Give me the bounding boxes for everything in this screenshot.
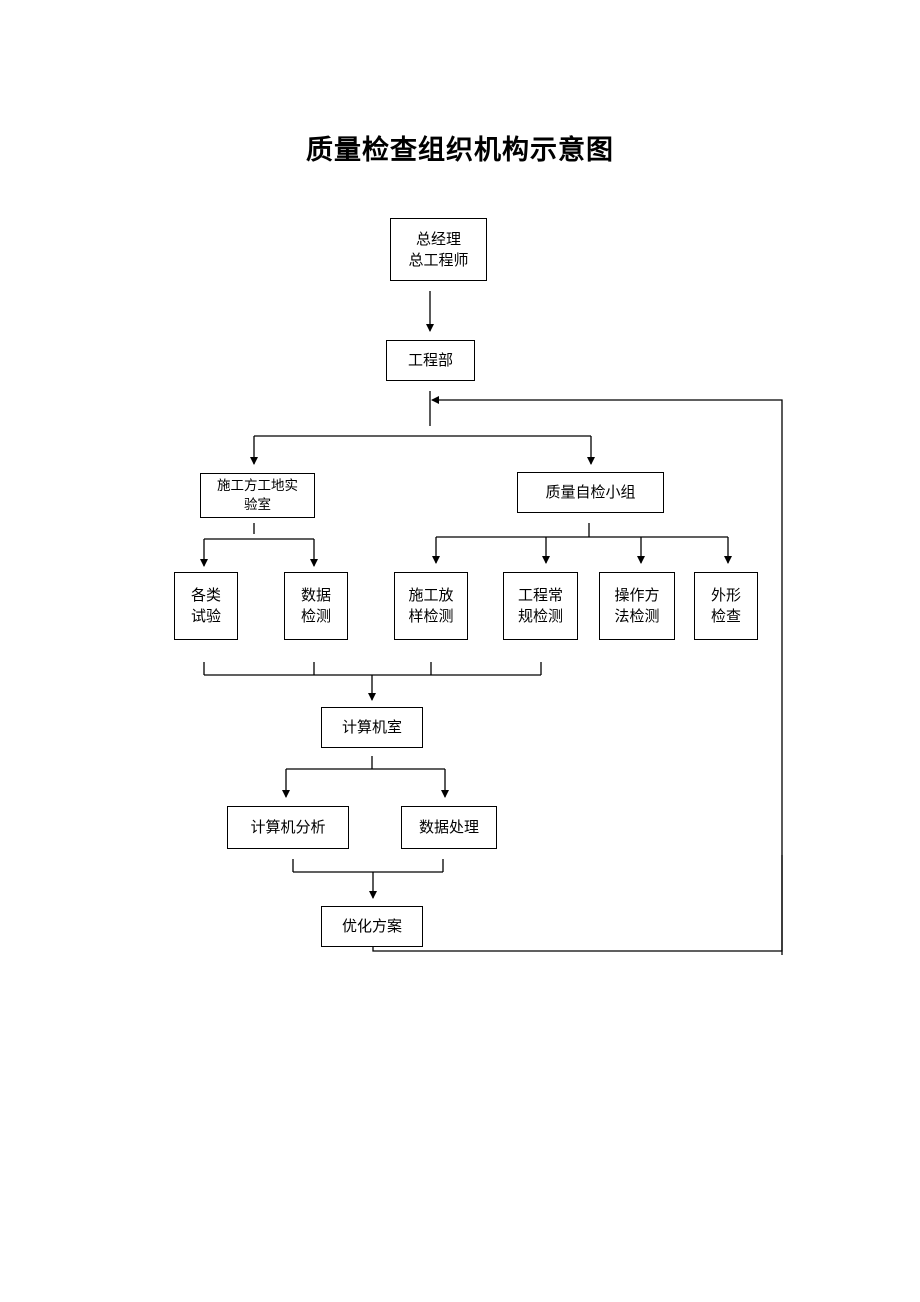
node-data-detection: 数据 检测 (284, 572, 348, 640)
node-engineering-dept: 工程部 (386, 340, 475, 381)
node-method-detection: 操作方 法检测 (599, 572, 675, 640)
node-routine-detection: 工程常 规检测 (503, 572, 578, 640)
node-computer-room: 计算机室 (321, 707, 423, 748)
node-tests: 各类 试验 (174, 572, 238, 640)
node-appearance-check: 外形 检查 (694, 572, 758, 640)
node-layout-detection: 施工放 样检测 (394, 572, 468, 640)
node-qc-team: 质量自检小组 (517, 472, 664, 513)
node-optimization-plan: 优化方案 (321, 906, 423, 947)
node-data-processing: 数据处理 (401, 806, 497, 849)
node-computer-analysis: 计算机分析 (227, 806, 349, 849)
page-title: 质量检查组织机构示意图 (306, 135, 614, 166)
node-site-lab: 施工方工地实 验室 (200, 473, 315, 518)
node-general-manager: 总经理 总工程师 (390, 218, 487, 281)
